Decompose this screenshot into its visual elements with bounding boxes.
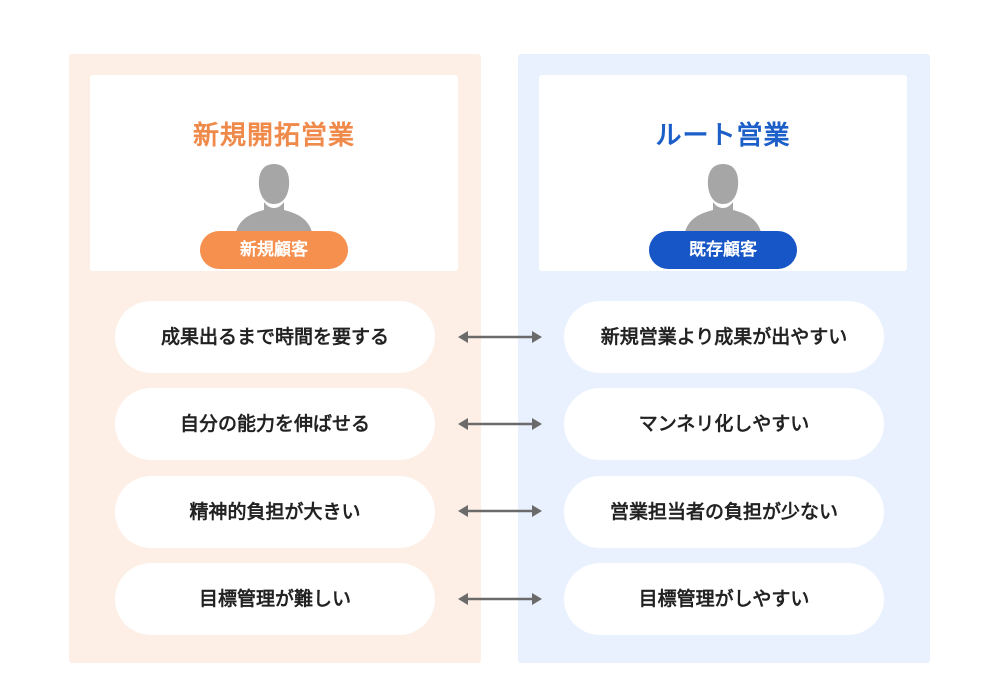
right-item: 営業担当者の負担が少ない (564, 476, 884, 548)
left-item: 精神的負担が大きい (115, 476, 435, 548)
double-arrow-icon (458, 331, 542, 343)
right-item: 新規営業より成果が出やすい (564, 301, 884, 373)
left-item: 目標管理が難しい (115, 563, 435, 635)
route-sales-header-card: ルート営業 既存顧客 (539, 75, 907, 271)
left-item: 成果出るまで時間を要する (115, 301, 435, 373)
person-icon (236, 164, 312, 232)
new-business-title: 新規開拓営業 (192, 121, 355, 151)
double-arrow-icon (458, 418, 542, 430)
new-business-header-card: 新規開拓営業 新規顧客 (90, 75, 458, 271)
route-sales-panel: ルート営業 既存顧客 新規営業より成果が出やすい マンネリ化しやすい 営業担当者… (518, 54, 930, 663)
route-sales-title: ルート営業 (655, 121, 791, 151)
person-icon (685, 164, 761, 232)
double-arrow-icon (458, 505, 542, 517)
new-business-panel: 新規開拓営業 新規顧客 成果出るまで時間を要する 自分の能力を伸ばせる 精神的負… (69, 54, 481, 663)
right-item: 目標管理がしやすい (564, 563, 884, 635)
new-customer-badge: 新規顧客 (200, 231, 348, 269)
right-item: マンネリ化しやすい (564, 388, 884, 460)
double-arrow-icon (458, 593, 542, 605)
existing-customer-badge: 既存顧客 (649, 231, 797, 269)
left-item: 自分の能力を伸ばせる (115, 388, 435, 460)
